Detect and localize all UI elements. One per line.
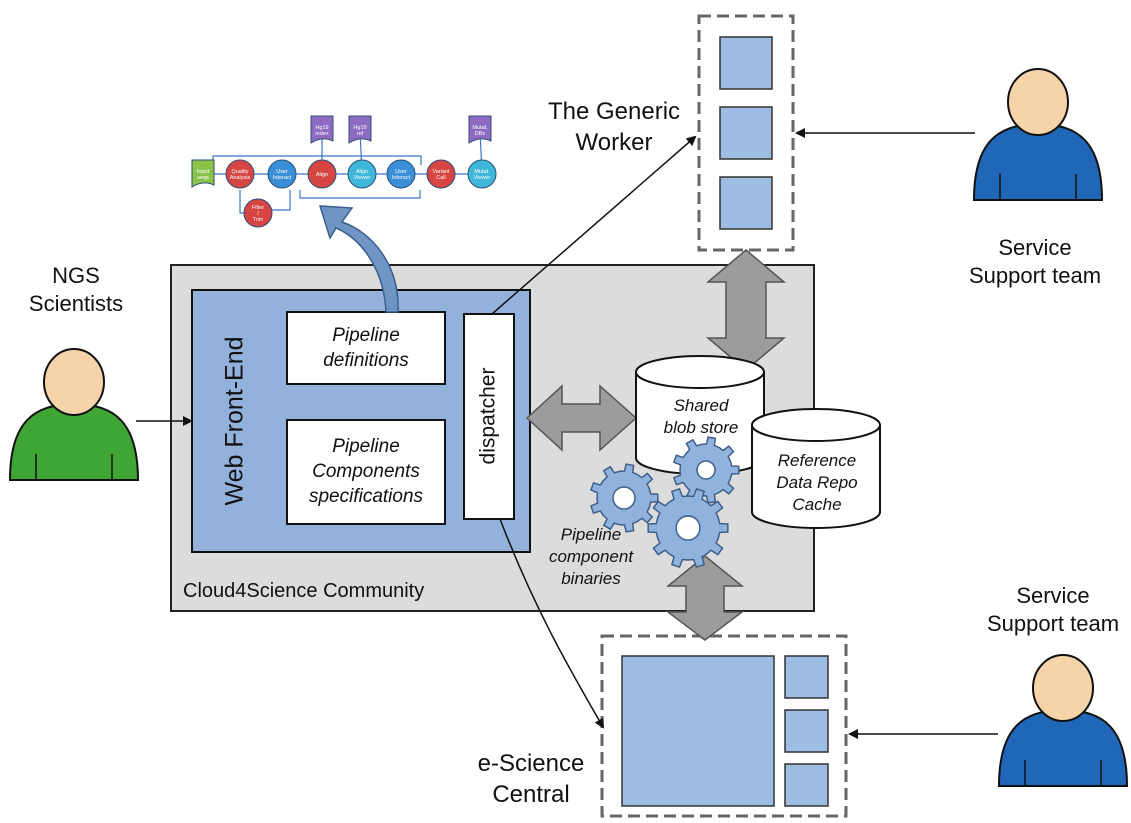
workflow-loop-line [299, 190, 421, 199]
workflow-node-circle [386, 159, 416, 189]
actors-group [8, 68, 1129, 787]
gears-group [590, 436, 740, 569]
pipeline-definitions-label: Pipeline definitions [323, 325, 409, 371]
dispatcher-to-escience-arrow [499, 518, 605, 729]
workflow-node-label: Filter/Trim [252, 205, 264, 223]
gear-hole [696, 460, 716, 480]
support-team-bottom-label: Service Support team [986, 583, 1120, 636]
pipeline-definitions-box [286, 311, 446, 385]
support-team-top-label: Service Support team [968, 235, 1102, 288]
worker-tile [719, 176, 773, 230]
community-label: Cloud4Science Community [183, 580, 424, 602]
workflow-node-doc [348, 115, 372, 144]
worker-tile [719, 106, 773, 160]
workflow-node: Filter/Trim [243, 198, 273, 228]
workflow-node-label: Align [316, 172, 328, 178]
worker-tile [719, 36, 773, 90]
reference-data-cylinder-icon [751, 408, 881, 529]
component-binaries-label: Pipeline component binaries [548, 525, 634, 588]
workflow-node-label: Mutat.DBs [472, 125, 488, 137]
workflow-node-circle [347, 159, 377, 189]
workflow-node-circle [267, 159, 297, 189]
workflow-node-doc [310, 115, 334, 144]
workflow-node-doc [468, 115, 492, 144]
dispatcher-label: dispatcher [477, 368, 500, 465]
ngs-scientists-label: NGS Scientists [28, 263, 124, 316]
workflow-node-doc [191, 159, 215, 188]
generic-worker-label: The Generic Worker [547, 98, 681, 156]
dispatcher-to-worker-arrow [491, 135, 697, 315]
gears-escience-double-arrow [665, 555, 745, 641]
reference-data-label: Reference Data Repo Cache [776, 451, 858, 514]
support-team-top-person-icon [972, 68, 1104, 201]
curved-blue-arrow [318, 205, 399, 313]
pipeline-components-box [286, 419, 446, 525]
shared-blob-store-cylinder-icon [635, 355, 765, 475]
workflow-node-label: Mutat.Viewer [474, 169, 491, 181]
workflow-node-circle [243, 198, 273, 228]
dispatcher-box [463, 313, 515, 520]
workflow-node-circle [426, 159, 456, 189]
shared-blob-store-label: Shared blob store [663, 396, 739, 437]
workflow-filter-line [239, 190, 245, 214]
pipeline-components-label: Pipeline Components specifications [308, 436, 424, 507]
gear-hole [675, 515, 701, 541]
workflow-node-circle [307, 159, 337, 189]
workflow-node: Mutat.Viewer [467, 159, 497, 189]
workflow-node: Align [307, 159, 337, 189]
workflow-filter-line [272, 190, 291, 211]
escience-central-label: e-Science Central [477, 750, 585, 808]
workflow-node-circle [225, 159, 255, 189]
escience-tile [784, 655, 829, 699]
gear-hole [612, 486, 636, 510]
escience-tile [784, 763, 829, 807]
web-front-end-label: Web Front-End [221, 336, 249, 505]
support-team-bottom-person-icon [997, 654, 1129, 787]
workflow-node: Mutat.DBs [468, 115, 492, 144]
escience-main-tile [621, 655, 775, 807]
ngs-scientist-person-icon [8, 348, 140, 481]
workflow-node-circle [467, 159, 497, 189]
escience-tile [784, 709, 829, 753]
